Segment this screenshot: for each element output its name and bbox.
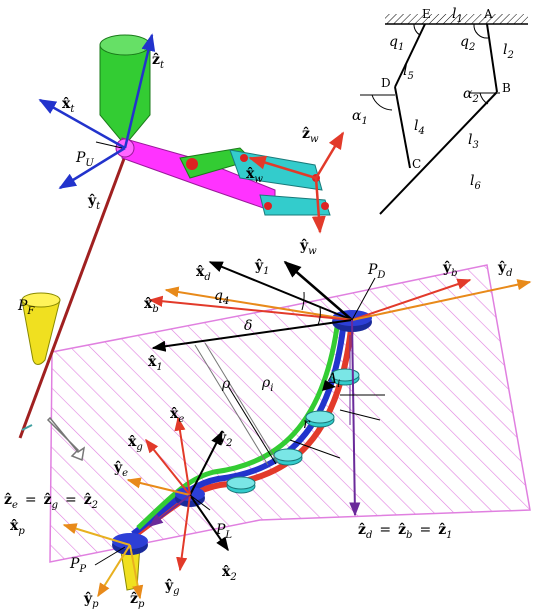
xw-axis: [248, 155, 317, 180]
label-l2: l2: [503, 42, 514, 61]
label-xp: x̂p: [10, 518, 25, 537]
label-PD: PD: [367, 262, 385, 281]
label-l3: l3: [468, 132, 479, 151]
label-y2: ŷ2: [217, 429, 233, 449]
label-delta: δ: [244, 318, 252, 334]
link-l4: [394, 86, 411, 169]
label-A: A: [483, 7, 493, 21]
yt-axis: [58, 146, 126, 190]
spacer-disc: [273, 448, 303, 466]
label-xg: x̂g: [128, 434, 143, 453]
label-xt: x̂t: [62, 96, 75, 115]
label-r: r: [303, 416, 311, 432]
spacer-disc: [305, 410, 335, 428]
label-zw: ẑw: [302, 126, 319, 145]
frame-PD-vectors: [148, 260, 532, 517]
label-alpha2: α2: [463, 86, 479, 105]
label-ye: ŷe: [113, 459, 128, 479]
label-q1: q1: [389, 34, 404, 53]
label-rho-i: ρi: [261, 375, 273, 394]
label-xb: x̂b: [144, 296, 159, 315]
ground-hatching: [385, 14, 528, 24]
frame-PP-vectors: [62, 523, 144, 600]
label-yt: ŷt: [87, 192, 101, 212]
label-PP: PP: [69, 556, 86, 575]
label-ze-zg-z2: ẑe = ẑg = ẑ2: [4, 491, 98, 512]
yw-axis: [311, 177, 326, 234]
label-D: D: [381, 76, 391, 90]
label-y1: ŷ1: [254, 257, 270, 277]
label-l6: l6: [470, 173, 481, 192]
linkage-diagram: [360, 14, 528, 215]
frame-PL-vectors: [126, 416, 229, 572]
label-PU: PU: [75, 150, 94, 169]
label-yp: ŷp: [83, 590, 99, 610]
continuum-backbone: [112, 310, 372, 591]
label-B: B: [502, 81, 511, 95]
label-alpha1: α1: [352, 108, 368, 127]
label-x2: x̂2: [222, 564, 237, 583]
label-zp: ẑp: [130, 591, 145, 610]
label-E: E: [422, 7, 431, 21]
label-yb: ŷb: [442, 259, 458, 279]
manipulator-arm: [18, 33, 345, 439]
xt-axis: [38, 98, 126, 150]
label-PF: PF: [17, 298, 35, 317]
label-C: C: [412, 157, 421, 171]
label-x1: x̂1: [148, 354, 163, 373]
tool-rod: [18, 147, 130, 439]
label-yw: ŷw: [299, 237, 317, 257]
label-Delta-i: Δi: [326, 371, 340, 390]
label-zd-zb-z1: ẑd = ẑb = ẑ1: [358, 521, 453, 542]
label-q4: q4: [214, 288, 229, 307]
label-l4: l4: [414, 118, 425, 137]
link-l3-l6: [379, 91, 498, 215]
label-l1: l1: [452, 6, 463, 25]
label-yd: ŷd: [497, 259, 513, 279]
curvature-markers: [194, 342, 385, 466]
label-PL: PL: [215, 522, 232, 541]
label-yg: ŷg: [164, 577, 180, 597]
zw-axis: [314, 131, 345, 179]
label-rho: ρ: [221, 376, 231, 392]
spacer-disc: [226, 476, 256, 494]
label-xd: x̂d: [196, 264, 211, 283]
link-l2: [486, 23, 498, 93]
label-xe: x̂e: [170, 406, 184, 425]
label-zt: ẑt: [152, 52, 165, 71]
label-xw: x̂w: [246, 166, 263, 185]
hatched-plane: [49, 264, 531, 563]
green-cylinder: [99, 44, 151, 146]
label-l5: l5: [403, 63, 414, 82]
label-q2: q2: [460, 34, 475, 53]
zt-axis: [123, 33, 156, 149]
pointer-arrow: [46, 416, 86, 462]
